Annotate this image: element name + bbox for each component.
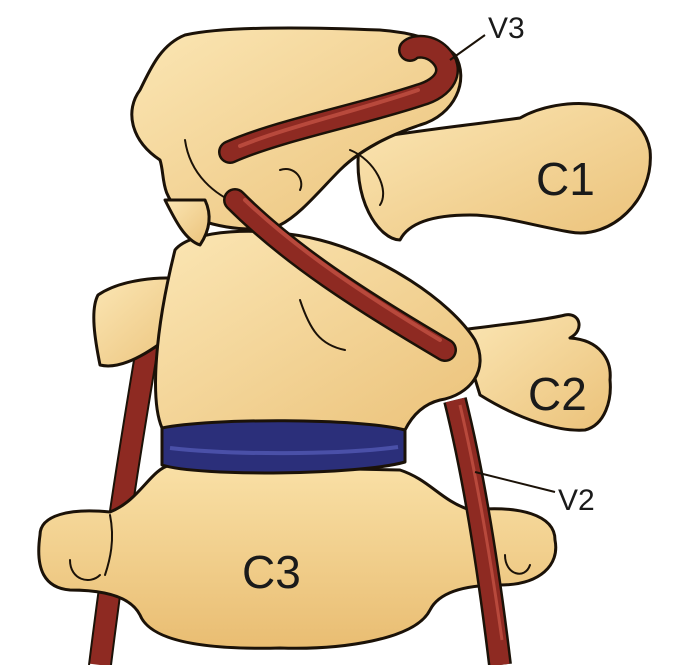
v3-leader-line (450, 35, 485, 60)
label-c3: C3 (242, 546, 301, 598)
v2-leader-line (475, 472, 555, 492)
c1-vertebra (132, 28, 651, 245)
label-c2: C2 (528, 368, 587, 420)
intervertebral-disc (162, 418, 405, 473)
label-v3: V3 (488, 12, 525, 45)
label-v2: V2 (558, 484, 595, 517)
label-c1: C1 (536, 153, 595, 205)
